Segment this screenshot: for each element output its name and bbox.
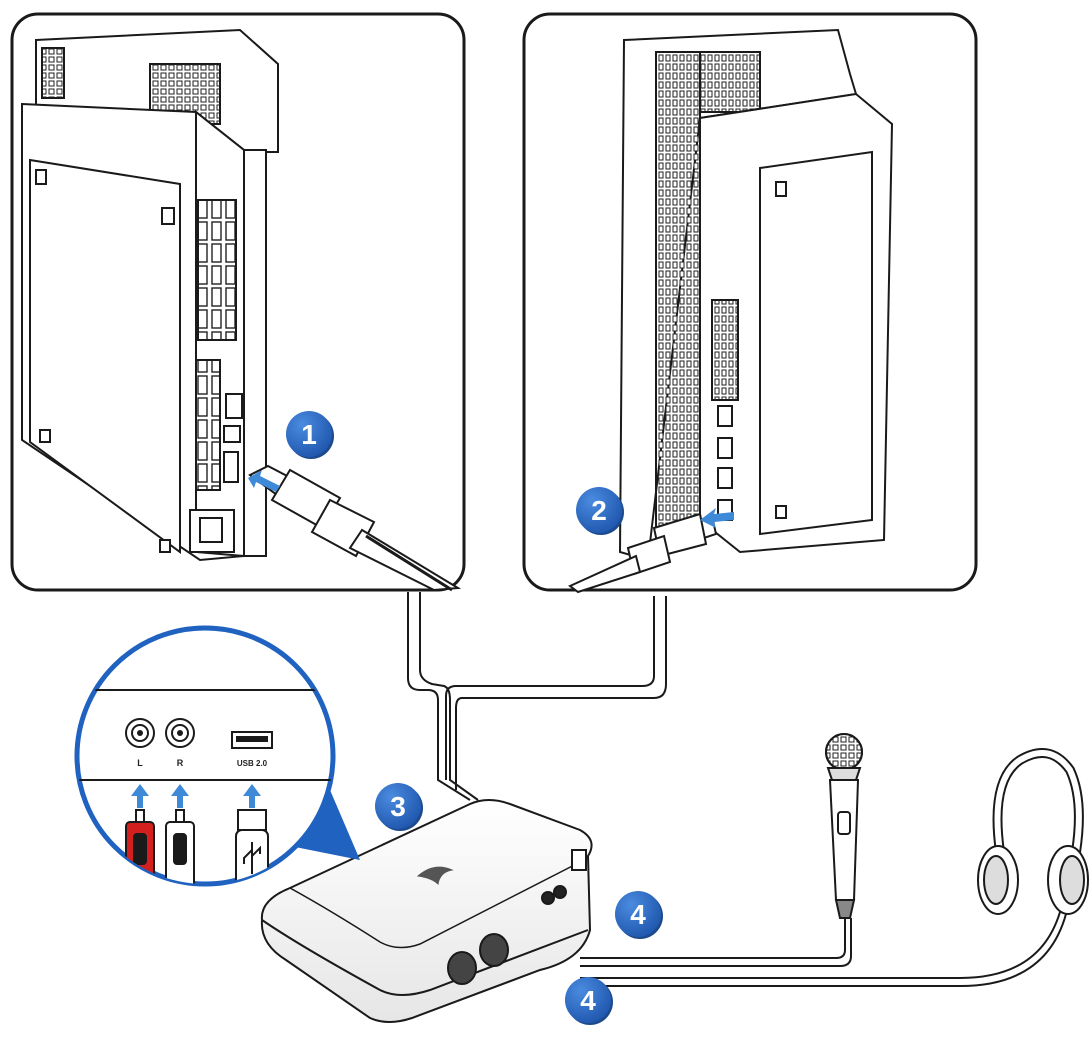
mic-jack: [541, 891, 555, 905]
port-label-right: R: [177, 758, 184, 768]
step-badge-1: 1: [286, 411, 334, 459]
insert-arrow-left: [248, 470, 280, 492]
rca-jack-right: [165, 718, 195, 748]
step-badge-4b: 4: [565, 977, 613, 1025]
rog-logo-icon: [416, 866, 454, 886]
step-number-4b: 4: [580, 985, 596, 1016]
usb-cable-right: [568, 512, 718, 594]
headphones-icon: [580, 747, 1089, 987]
rca-plug-white: [165, 809, 195, 884]
cables-to-box: [407, 592, 667, 801]
volume-knob-1: [447, 951, 477, 985]
headphone-jack: [553, 885, 567, 899]
insert-arrow-right: [700, 508, 734, 528]
panel-console-left: [10, 12, 466, 592]
callout-lens: [74, 625, 336, 887]
hdmi-cable-left: [248, 464, 462, 592]
rca-jack-left: [125, 718, 155, 748]
console-drawing-right: [618, 28, 894, 562]
capture-device: [260, 799, 593, 1023]
rca-plug-red: [125, 809, 155, 884]
microphone-icon: [580, 733, 863, 967]
usb-port: [231, 731, 273, 749]
step-badge-4a: 4: [615, 891, 663, 939]
ports-callout: L R USB 2.0: [74, 625, 360, 887]
panel-console-right: [522, 12, 978, 594]
console-drawing-left: [21, 28, 279, 562]
volume-knob-2: [479, 933, 509, 967]
plug-arrows: [131, 784, 261, 808]
step-number-1: 1: [301, 419, 317, 450]
usb-icon: [243, 842, 261, 874]
step-badge-3: 3: [375, 783, 423, 831]
step-number-4a: 4: [630, 899, 646, 930]
step-number-3: 3: [390, 791, 406, 822]
port-label-left: L: [137, 758, 143, 768]
port-label-usb: USB 2.0: [237, 759, 268, 768]
step-number-2: 2: [591, 495, 607, 526]
step-badge-2: 2: [576, 487, 624, 535]
usb-plug: [235, 809, 269, 884]
